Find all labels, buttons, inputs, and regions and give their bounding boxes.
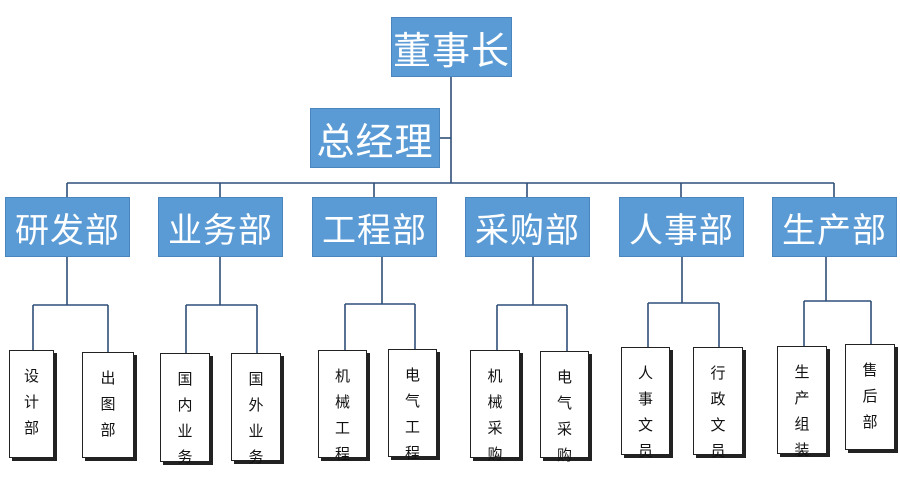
dept-box-business[interactable]: 业务部 xyxy=(158,197,283,257)
sub-label: 国外业务 xyxy=(248,370,264,466)
sub-box-drawing[interactable]: 出图部 xyxy=(82,352,134,458)
dept-label: 生产部 xyxy=(782,210,887,251)
chairman-box[interactable]: 董事长 xyxy=(391,17,512,77)
sub-box-electrical-purchasing[interactable]: 电气采购 xyxy=(540,351,589,464)
sub-label: 机械采购 xyxy=(487,367,503,463)
sub-box-admin-clerk[interactable]: 行政文员 xyxy=(693,347,743,460)
sub-box-after-sales[interactable]: 售后部 xyxy=(845,344,895,450)
dept-box-purchasing[interactable]: 采购部 xyxy=(465,197,590,257)
dept-label: 业务部 xyxy=(168,210,273,251)
sub-box-electrical-engineering[interactable]: 电气工程 xyxy=(388,349,437,462)
dept-label: 采购部 xyxy=(475,210,580,251)
dept-box-engineering[interactable]: 工程部 xyxy=(312,197,437,257)
dept-label: 工程部 xyxy=(322,210,427,251)
chairman-label: 董事长 xyxy=(392,28,510,73)
sub-label: 国内业务 xyxy=(177,370,193,466)
sub-box-production-assembly[interactable]: 生产组装 xyxy=(777,346,827,459)
sub-label: 生产组装 xyxy=(794,363,810,459)
sub-label: 出图部 xyxy=(100,369,116,439)
dept-box-hr[interactable]: 人事部 xyxy=(619,197,744,257)
general-manager-box[interactable]: 总经理 xyxy=(310,108,440,168)
dept-label: 研发部 xyxy=(15,210,120,251)
sub-label: 行政文员 xyxy=(710,364,726,460)
sub-label: 电气工程 xyxy=(405,366,421,462)
sub-label: 电气采购 xyxy=(557,368,573,464)
general-manager-label: 总经理 xyxy=(316,119,434,164)
sub-box-overseas-business[interactable]: 国外业务 xyxy=(231,353,281,466)
dept-label: 人事部 xyxy=(629,210,734,251)
sub-label: 设计部 xyxy=(24,367,40,437)
sub-label: 机械工程 xyxy=(335,367,351,463)
sub-box-mechanical-purchasing[interactable]: 机械采购 xyxy=(470,350,520,463)
sub-box-hr-clerk[interactable]: 人事文员 xyxy=(621,347,670,460)
sub-label: 人事文员 xyxy=(638,364,654,460)
dept-box-rd[interactable]: 研发部 xyxy=(5,197,130,257)
sub-label: 售后部 xyxy=(862,361,878,431)
dept-box-production[interactable]: 生产部 xyxy=(772,197,897,257)
sub-box-domestic-business[interactable]: 国内业务 xyxy=(160,353,210,466)
sub-box-mechanical-engineering[interactable]: 机械工程 xyxy=(318,350,367,463)
sub-box-design[interactable]: 设计部 xyxy=(9,350,54,458)
